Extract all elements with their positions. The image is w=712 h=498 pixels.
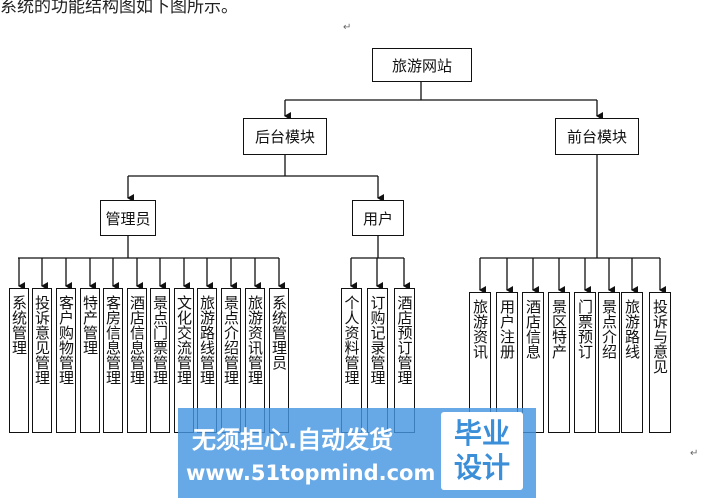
frontend-module-label: 前台模块	[566, 128, 627, 146]
user-function-node: 订购记录管理	[367, 288, 388, 433]
watermark-badge-bottom: 设计	[453, 451, 510, 484]
backend-module-node: 后台模块	[243, 118, 327, 155]
admin-function-node: 文化交流管理	[174, 288, 194, 433]
frontend-function-node: 用户注册	[496, 292, 518, 433]
frontend-function-node: 景点介绍	[598, 292, 620, 433]
root-node-label: 旅游网站	[391, 56, 452, 75]
watermark-badge: 毕业 设计	[441, 412, 523, 490]
admin-function-node: 景点介绍管理	[221, 288, 241, 433]
admin-function-node: 客户购物管理	[56, 288, 76, 433]
frontend-function-node: 旅游资讯	[469, 292, 491, 433]
root-node: 旅游网站	[372, 48, 472, 82]
admin-function-node: 系统管理	[9, 288, 29, 433]
frontend-function-node: 门票预订	[574, 292, 596, 433]
admin-function-node: 酒店信息管理	[127, 288, 147, 433]
admin-function-node: 旅游路线管理	[197, 288, 217, 433]
frontend-function-node: 酒店信息	[522, 292, 544, 433]
user-function-node: 个人资料管理	[341, 288, 362, 433]
admin-node: 管理员	[100, 200, 156, 236]
paragraph-mark-end: ↵	[690, 448, 699, 459]
frontend-function-node: 投诉与意见	[649, 292, 671, 433]
frontend-function-node: 景区特产	[548, 292, 570, 433]
watermark-badge-top: 毕业	[453, 417, 510, 450]
backend-module-label: 后台模块	[254, 128, 315, 146]
admin-function-node: 景点门票管理	[150, 288, 170, 433]
watermark-slogan: 无须担心.自动发货	[192, 426, 394, 454]
watermark-url: www.51topmind.com	[186, 461, 436, 485]
user-node: 用户	[352, 200, 404, 236]
frontend-function-node: 旅游路线	[621, 292, 643, 433]
user-node-label: 用户	[362, 209, 393, 228]
admin-function-node: 系统管理员	[269, 288, 289, 433]
admin-function-node: 投诉意见管理	[32, 288, 52, 433]
admin-function-node: 特产管理	[80, 288, 100, 433]
admin-function-node: 客房信息管理	[103, 288, 123, 433]
admin-node-label: 管理员	[105, 209, 151, 228]
document-caption-fragment: 系统的功能结构图如下图所示。	[0, 0, 238, 17]
paragraph-mark: ↵	[343, 22, 352, 33]
frontend-module-node: 前台模块	[555, 118, 639, 155]
admin-function-node: 旅游资讯管理	[245, 288, 265, 433]
